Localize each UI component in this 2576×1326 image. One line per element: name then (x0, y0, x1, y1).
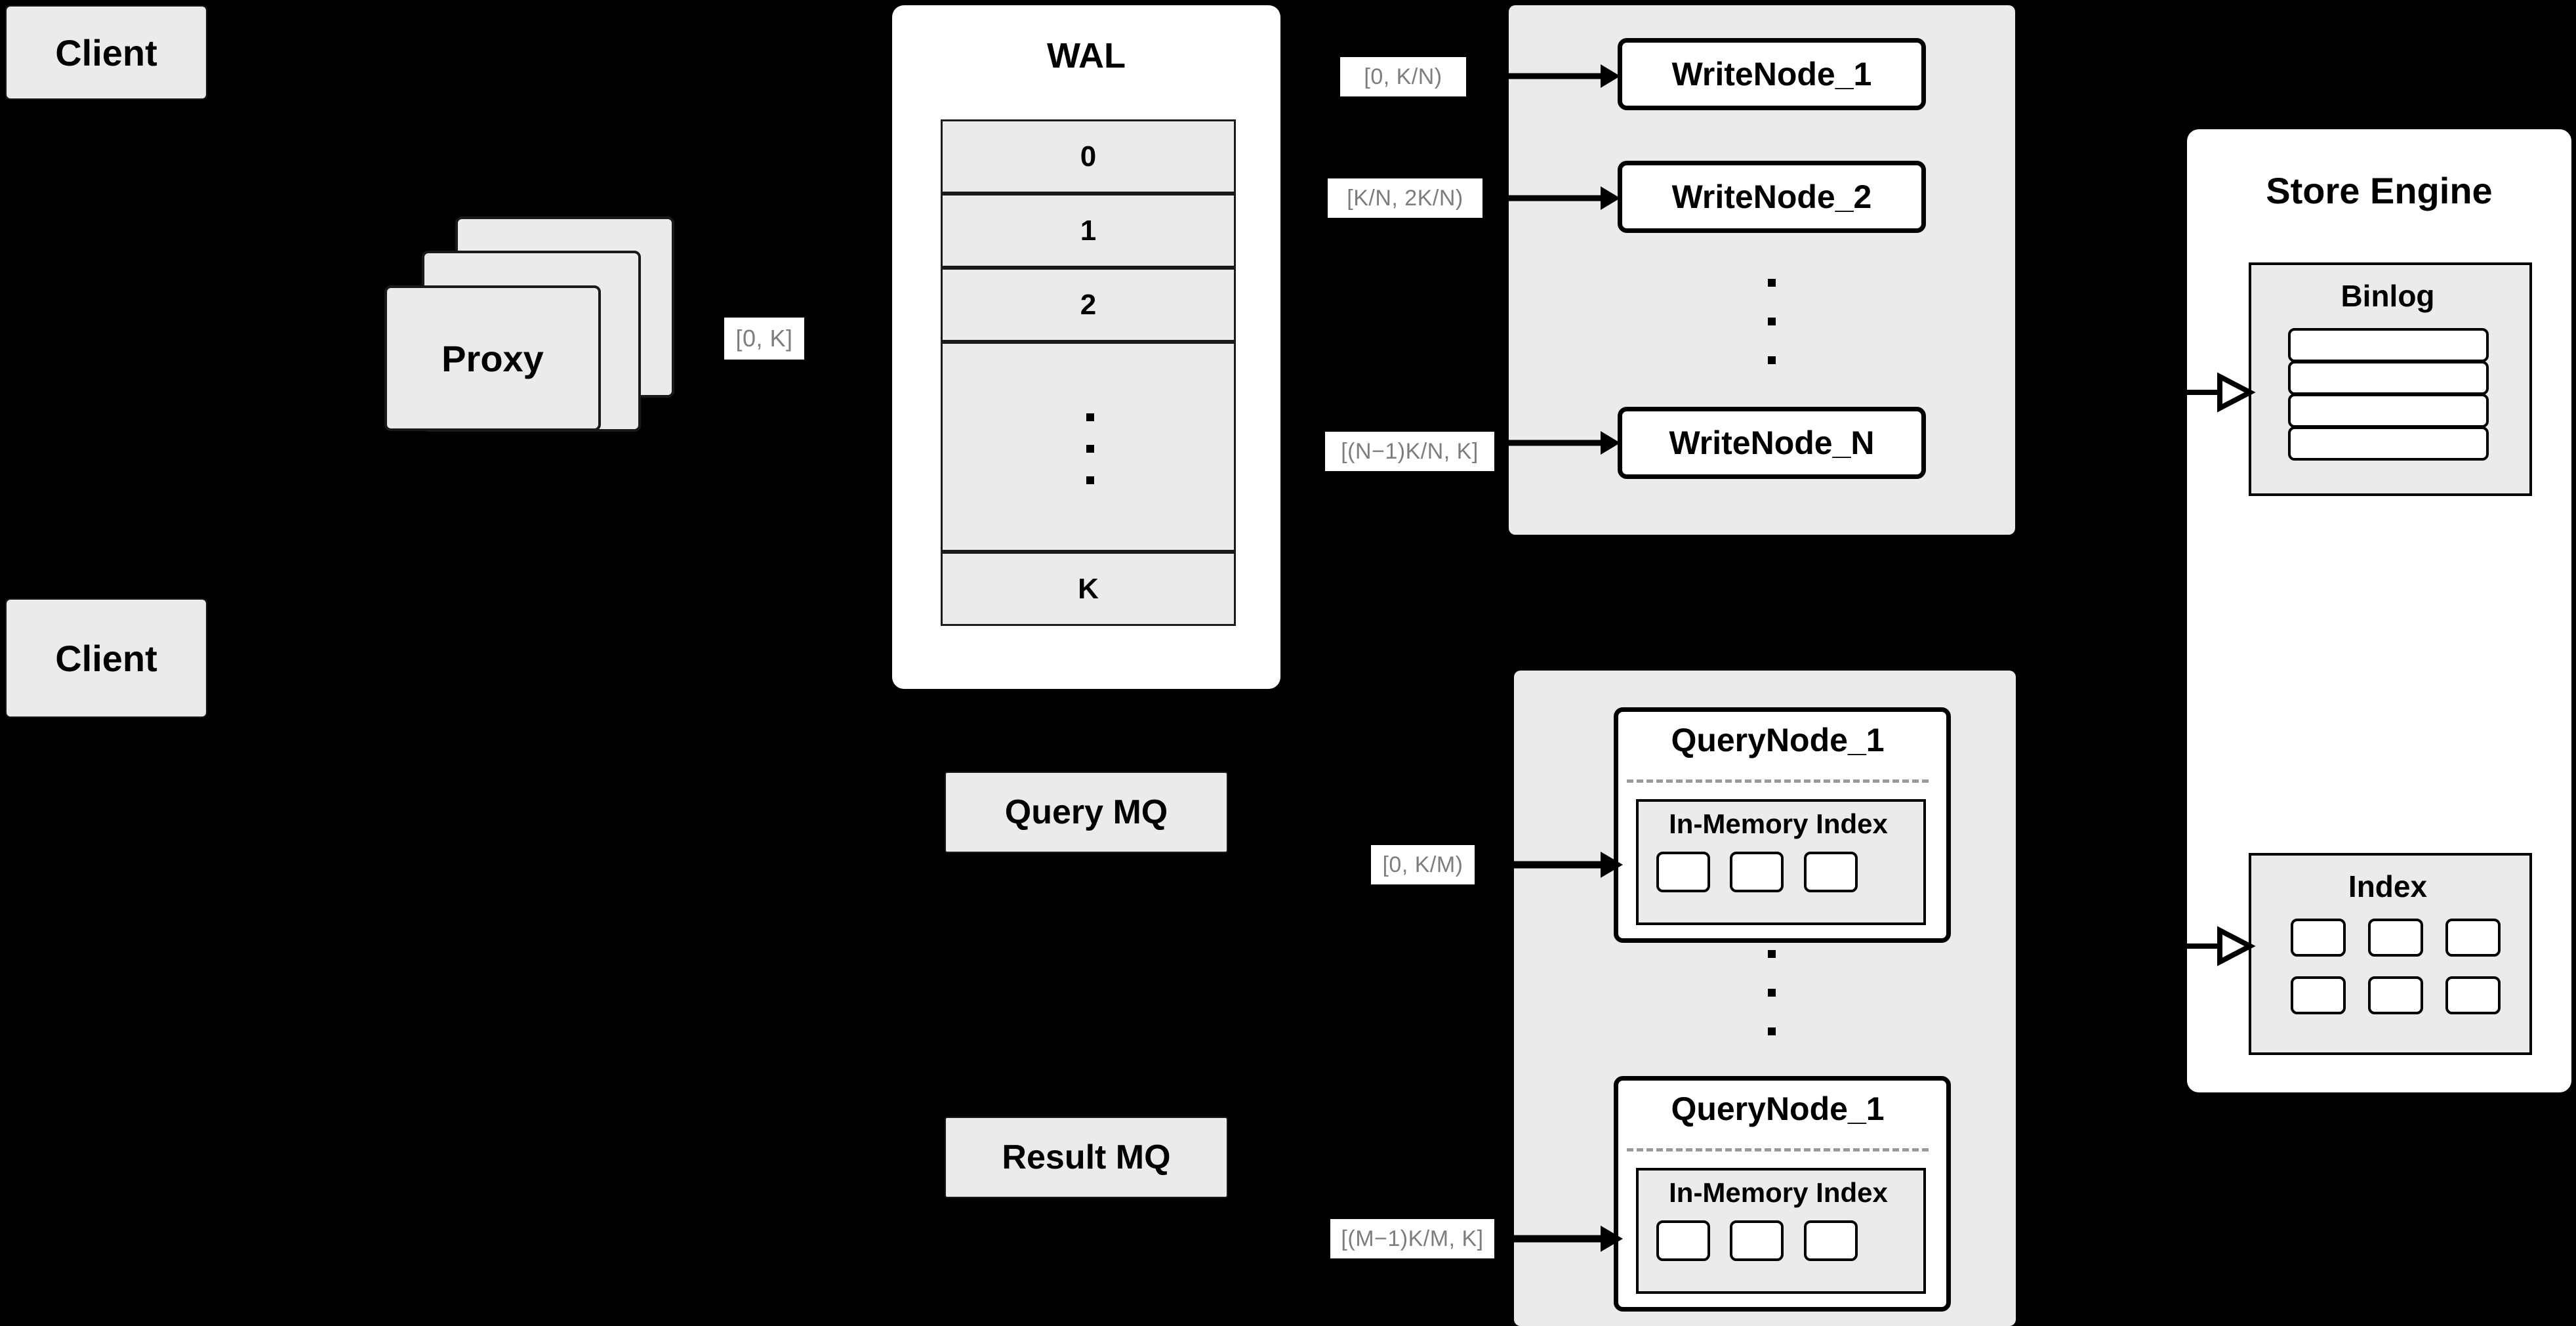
query-node-m-arrow (1514, 1226, 1623, 1252)
write-node-2[interactable]: WriteNode_2 (1618, 161, 1926, 233)
index-slot-r1c1 (2291, 919, 2346, 957)
query-mq-box[interactable]: Query MQ (945, 772, 1228, 853)
wal-entry-ellipsis (941, 342, 1236, 552)
query-node-1-separator (1627, 779, 1929, 783)
wal-entry-0: 0 (941, 119, 1236, 194)
query-node-m-label: QueryNode_1 (1671, 1090, 1885, 1127)
write-node-n[interactable]: WriteNode_N (1618, 407, 1926, 479)
index-slot-r1c2 (2368, 919, 2423, 957)
wal-entry-2: 2 (941, 268, 1236, 342)
query-node-1-range-label: [0, K/M) (1371, 845, 1475, 884)
query-cluster-ellipsis (1767, 950, 1777, 1035)
write-node-n-range-label: [(N−1)K/N, K] (1325, 432, 1494, 471)
client-box-2[interactable]: Client (5, 598, 207, 718)
binlog-row-3 (2288, 394, 2489, 428)
client-box-1[interactable]: Client (5, 5, 207, 100)
query-node-1-inmemory-index-title: In-Memory Index (1669, 808, 1888, 839)
wal-ellipsis-dots (943, 344, 1238, 554)
binlog-row-2 (2288, 361, 2489, 395)
query-node-1-index-slot-1 (1656, 852, 1710, 892)
write-node-1-arrow (1509, 64, 1620, 88)
query-node-m-index-slot-3 (1804, 1220, 1858, 1261)
wal-title: WAL (1047, 36, 1126, 75)
write-node-2-range-label: [K/N, 2K/N) (1328, 178, 1482, 218)
query-node-m-separator (1627, 1148, 1929, 1151)
binlog-title: Binlog (2341, 279, 2435, 313)
wal-entry-1: 1 (941, 194, 1236, 268)
store-engine-title: Store Engine (2266, 169, 2493, 211)
query-node-1-label-wrap: QueryNode_1 (1614, 714, 1942, 766)
binlog-row-1 (2288, 328, 2489, 362)
query-node-m-range-label: [(M−1)K/M, K] (1330, 1219, 1494, 1258)
query-node-1-index-slot-3 (1804, 852, 1858, 892)
write-cluster-ellipsis (1767, 279, 1777, 364)
write-node-2-label: WriteNode_2 (1671, 178, 1872, 215)
query-node-m-inmemory-index-title: In-Memory Index (1669, 1177, 1888, 1208)
index-title: Index (2348, 869, 2428, 903)
client-label-1: Client (55, 31, 157, 73)
index-inflow-arrow (2179, 926, 2256, 966)
proxy-output-range-label: [0, K] (724, 318, 804, 360)
query-node-1-index-slot-2 (1730, 852, 1784, 892)
result-mq-label: Result MQ (1002, 1138, 1171, 1176)
wal-entry-last: K (941, 552, 1236, 626)
query-node-1-arrow (1514, 852, 1623, 878)
binlog-row-4 (2288, 426, 2489, 461)
write-node-2-arrow (1509, 186, 1620, 210)
query-node-m-index-slot-2 (1730, 1220, 1784, 1261)
query-node-m-index-slot-1 (1656, 1220, 1710, 1261)
index-slot-r2c2 (2368, 976, 2423, 1014)
write-node-1-label: WriteNode_1 (1671, 56, 1872, 93)
index-slot-r2c3 (2445, 976, 2501, 1014)
query-node-1-label: QueryNode_1 (1671, 722, 1885, 758)
write-node-n-arrow (1509, 431, 1620, 455)
binlog-inflow-arrow (2179, 372, 2256, 413)
proxy-label: Proxy (441, 337, 544, 379)
write-node-1[interactable]: WriteNode_1 (1618, 38, 1926, 110)
index-slot-r2c1 (2291, 976, 2346, 1014)
client-label-2: Client (55, 637, 157, 679)
write-node-n-label: WriteNode_N (1669, 425, 1875, 461)
query-node-m-label-wrap: QueryNode_1 (1614, 1083, 1942, 1135)
index-slot-r1c3 (2445, 919, 2501, 957)
proxy-box[interactable]: Proxy (384, 285, 601, 431)
write-node-1-range-label: [0, K/N) (1340, 57, 1466, 96)
query-mq-label: Query MQ (1004, 793, 1168, 831)
result-mq-box[interactable]: Result MQ (945, 1117, 1228, 1198)
